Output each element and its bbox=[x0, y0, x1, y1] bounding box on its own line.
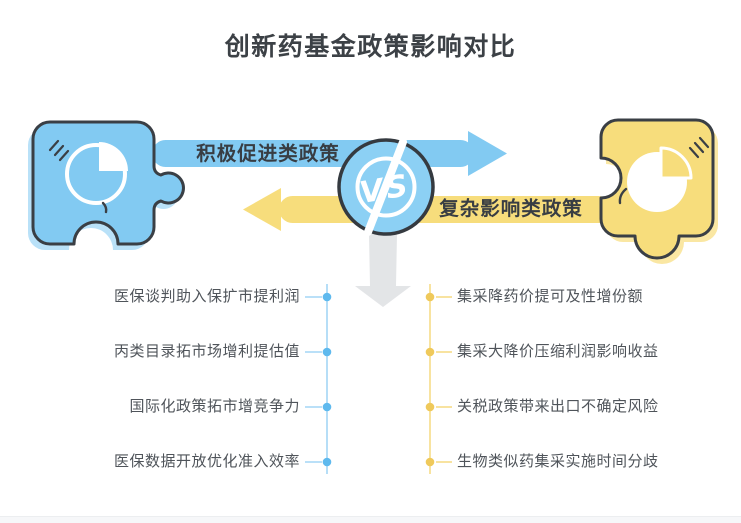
pie-chart-icon-left bbox=[65, 142, 128, 214]
left-list-item-1: 医保谈判助入保扩市提利润 bbox=[113, 288, 300, 305]
left-list-item-4: 医保数据开放优化准入效率 bbox=[113, 453, 300, 470]
speed-lines-right-icon bbox=[688, 136, 710, 159]
speed-lines-left-icon bbox=[48, 139, 70, 162]
left-list-item-3: 国际化政策拓市增竞争力 bbox=[129, 398, 300, 415]
lightning-slash-icon bbox=[364, 138, 407, 236]
right-list-item-3: 关税政策带来出口不确定风险 bbox=[457, 398, 659, 415]
right-list-item-2: 集采大降价压缩利润影响收益 bbox=[457, 343, 659, 360]
puzzle-piece-blue bbox=[28, 120, 185, 250]
right-list-item-1: 集采降药价提可及性增份额 bbox=[457, 288, 644, 305]
left-list-item-2: 丙类目录拓市场增利提估值 bbox=[113, 343, 300, 360]
page-bottom-edge bbox=[0, 516, 741, 523]
versus-badge: VS bbox=[337, 138, 435, 236]
versus-label: VS bbox=[357, 168, 413, 211]
puzzle-piece-yellow bbox=[599, 118, 718, 264]
right-connector bbox=[425, 284, 452, 474]
left-connector bbox=[305, 284, 332, 474]
pie-chart-icon-right bbox=[618, 146, 693, 212]
promote-arrow-label: 积极促进类政策 bbox=[196, 143, 340, 165]
right-list-item-4: 生物类似药集采实施时间分歧 bbox=[457, 453, 659, 470]
page-title: 创新药基金政策影响对比 bbox=[224, 33, 517, 61]
complex-arrow-label: 复杂影响类政策 bbox=[439, 198, 583, 220]
down-arrow-icon bbox=[355, 234, 411, 307]
